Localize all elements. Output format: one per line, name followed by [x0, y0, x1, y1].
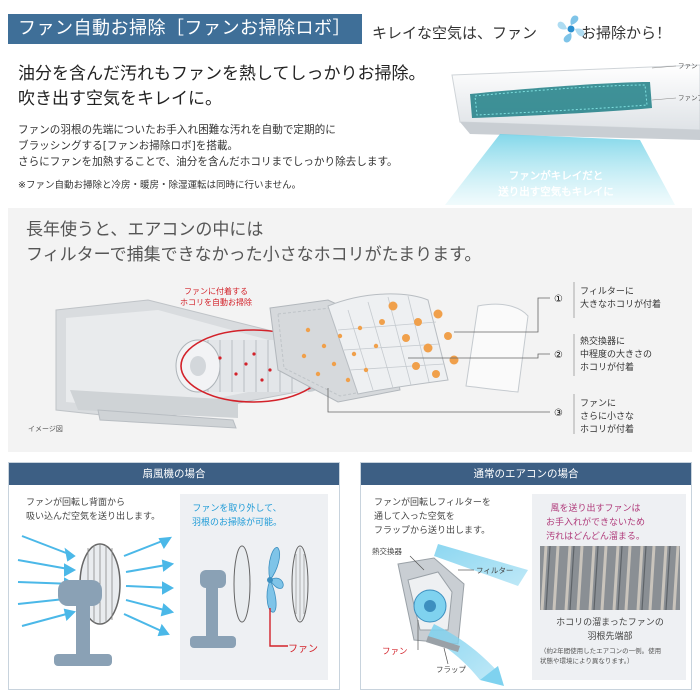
item-2-line-3: ホコリが付着: [580, 363, 635, 373]
body-line-3: さらにファンを加熱することで、油分を含んだホコリまでしっかり除去します。: [18, 156, 398, 168]
dirty-fan-caption-2: 羽根先端部: [587, 632, 633, 642]
item-2-label: 熱交換器に 中程度の大きさの ホコリが付着: [580, 336, 652, 375]
label-fan: ファン: [382, 647, 408, 657]
dirty-fan-note: （約2年間使用したエアコンの一例。使用 状態や環境により異なります。）: [540, 646, 661, 666]
ac-callout: ファンがキレイだと 送り出す空気もキレイに: [476, 168, 636, 200]
standard-ac-text-2: 通して入った空気を: [374, 512, 455, 522]
label-flap: フラップ: [436, 665, 466, 674]
label-filter: フィルター: [476, 566, 513, 575]
ac-callout-line-1: ファンがキレイだと: [508, 170, 604, 182]
marker-2: ②: [554, 350, 563, 361]
ac-label-brush: ファンブラシ: [678, 93, 700, 102]
item-1-line-2: 大きなホコリが付着: [580, 300, 662, 310]
dust-particles: [301, 301, 459, 383]
item-2-line-1: 熱交換器に: [580, 337, 626, 347]
exploded-view-diagram: ① ② ③: [55, 282, 575, 434]
lead-line-2: 吹き出す空気をキレイに。: [18, 89, 222, 109]
fan-detach-text-1: ファンを取り外して、: [192, 504, 282, 514]
ac-callout-line-2: 送り出す空気もキレイに: [498, 186, 614, 198]
dirty-fan-warning-2: お手入れができないため: [546, 518, 646, 528]
item-3-line-3: ホコリが付着: [580, 425, 635, 435]
page-title: ファン自動お掃除［ファンお掃除ロボ］: [18, 18, 351, 39]
tagline-part1: キレイな空気は、ファン: [372, 24, 538, 42]
item-3-line-2: さらに小さな: [580, 412, 635, 422]
electric-fan-description: ファンが回転し背面から 吸い込んだ空気を送り出します。: [26, 496, 160, 524]
fan-label-left: ファン: [288, 644, 318, 655]
page-title-banner: ファン自動お掃除［ファンお掃除ロボ］: [8, 14, 362, 44]
interior-heading-line-2: フィルターで捕集できなかった小さなホコリがたまります。: [26, 245, 482, 265]
ac-label-fan: ファン: [678, 62, 698, 70]
lead-text: 油分を含んだ汚れもファンを熱してしっかりお掃除。 吹き出す空気をキレイに。: [18, 62, 426, 112]
footnote: ※ファン自動お掃除と冷房・暖房・除湿運転は同時に行いません。: [18, 180, 302, 191]
fan-cylinder: [175, 329, 330, 403]
dirty-fan-warning-1: 風を送り出すファンは: [550, 504, 641, 514]
item-3-line-1: ファンに: [580, 399, 617, 409]
marker-3: ③: [554, 408, 563, 419]
interior-heading: 長年使うと、エアコンの中には フィルターで捕集できなかった小さなホコリがたまりま…: [26, 218, 481, 268]
dirty-fan-warning: 風を送り出すファンは お手入れができないため 汚れはどんどん溜まる。: [546, 502, 645, 544]
item-1-label: フィルターに 大きなホコリが付着: [580, 286, 661, 312]
fan-callout-line-2: ホコリを自動お掃除: [180, 298, 252, 307]
tagline-part2: お掃除から！: [581, 24, 672, 42]
dirty-fan-note-1: （約2年間使用したエアコンの一例。使用: [540, 647, 662, 655]
lead-line-1: 油分を含んだ汚れもファンを熱してしっかりお掃除。: [18, 64, 426, 84]
body-line-2: ブラッシングする[ファンお掃除ロボ]を搭載。: [18, 140, 239, 152]
dirty-fan-note-2: 状態や環境により異なります。）: [540, 657, 634, 665]
body-line-1: ファンの羽根の先端についたお手入れ困難な汚れを自動で定期的に: [18, 124, 336, 136]
fan-logo-icon: [557, 15, 585, 43]
standard-ac-description: ファンが回転しフィルターを 通して入った空気を フラップから送り出します。: [374, 496, 491, 538]
electric-fan-illustration: [17, 535, 174, 666]
dirty-fan-caption-1: ホコリの溜まったファンの: [556, 618, 664, 628]
dirty-fan-warning-3: 汚れはどんどん溜まる。: [546, 532, 645, 542]
image-note: イメージ図: [28, 425, 63, 433]
label-heat-exchanger: 熱交換器: [372, 546, 402, 556]
electric-fan-text-1: ファンが回転し背面から: [26, 498, 126, 508]
marker-1: ①: [554, 294, 563, 305]
tagline: キレイな空気は、ファン お掃除から！: [372, 22, 671, 43]
fan-detach-text-2: 羽根のお掃除が可能。: [192, 518, 283, 528]
interior-heading-line-1: 長年使うと、エアコンの中には: [26, 220, 264, 240]
dirty-fan-caption: ホコリの溜まったファンの 羽根先端部: [550, 616, 670, 644]
detached-fan-illustration: [190, 545, 309, 648]
ac-unit-illustration: ファン ファンブラシ: [445, 62, 700, 205]
fan-detach-text: ファンを取り外して、 羽根のお掃除が可能。: [192, 502, 282, 530]
item-3-label: ファンに さらに小さな ホコリが付着: [580, 398, 634, 437]
standard-ac-text-1: ファンが回転しフィルターを: [374, 498, 491, 508]
standard-ac-text-3: フラップから送り出します。: [374, 526, 491, 536]
body-text: ファンの羽根の先端についたお手入れ困難な汚れを自動で定期的に ブラッシングする[…: [18, 122, 398, 170]
electric-fan-text-2: 吸い込んだ空気を送り出します。: [26, 512, 161, 522]
fan-cleaning-callout: ファンに付着する ホコリを自動お掃除: [180, 286, 252, 308]
standard-ac-panel-title: 通常のエアコンの場合: [361, 463, 691, 485]
dusty-fan-photo: [540, 546, 680, 610]
item-1-line-1: フィルターに: [580, 287, 634, 297]
electric-fan-panel-title: 扇風機の場合: [9, 463, 339, 485]
item-2-line-2: 中程度の大きさの: [580, 350, 653, 360]
fan-callout-line-1: ファンに付着する: [184, 287, 248, 296]
ac-cross-section-illustration: 熱交換器 フィルター ファン フラップ: [372, 544, 528, 686]
